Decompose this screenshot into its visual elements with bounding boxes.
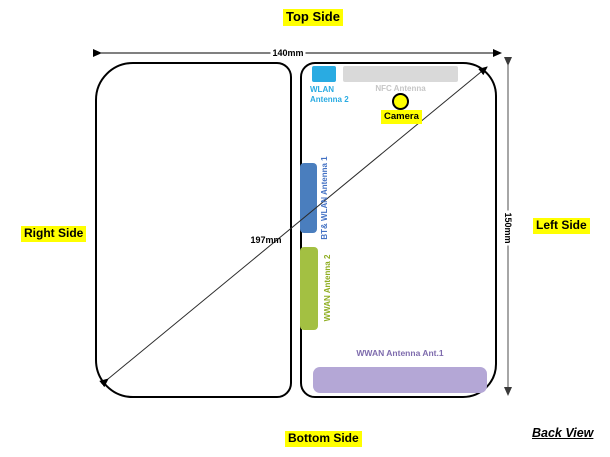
device-left-half [95, 62, 292, 398]
height-dimension-label: 150mm [503, 210, 513, 246]
back-view-label: Back View [532, 426, 594, 440]
wlan-antenna-2-block [312, 66, 336, 82]
bottom-side-label: Bottom Side [285, 431, 362, 447]
nfc-antenna-block [343, 66, 458, 82]
left-side-label: Left Side [533, 218, 590, 234]
bt-wlan-antenna-1-block [300, 163, 317, 233]
wwan-antenna-ant1-block [313, 367, 487, 393]
right-side-label: Right Side [21, 226, 87, 242]
camera-lens-icon [392, 93, 409, 110]
camera-label: Camera [381, 110, 422, 124]
wwan-antenna-2-block [300, 247, 318, 330]
bt-wlan-antenna-1-label: BT& WLAN Antenna 1 [320, 156, 329, 240]
top-side-label: Top Side [283, 9, 343, 26]
nfc-antenna-label: NFC Antenna [375, 84, 426, 93]
wwan-antenna-2-label: WWAN Antenna 2 [323, 254, 332, 322]
width-dimension-label: 140mm [270, 48, 306, 58]
diagonal-dimension-label: 197mm [250, 235, 282, 245]
wwan-antenna-ant1-label: WWAN Antenna Ant.1 [356, 348, 444, 358]
